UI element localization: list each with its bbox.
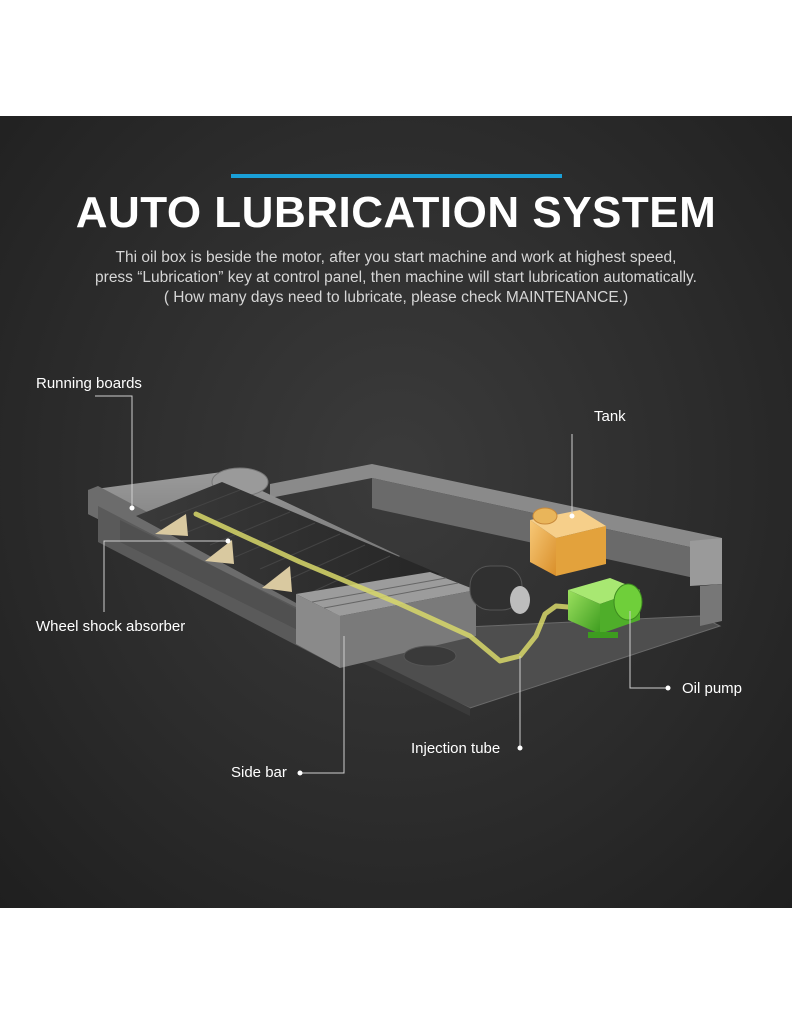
label-injection-tube: Injection tube — [411, 740, 501, 757]
description-line-3: ( How many days need to lubricate, pleas… — [163, 289, 629, 306]
label-oil-pump: Oil pump — [682, 680, 743, 697]
label-tank: Tank — [594, 408, 626, 425]
motor — [403, 565, 530, 667]
side-bar — [296, 572, 476, 668]
label-running-boards: Running boards — [36, 375, 142, 392]
leader-dots — [129, 505, 671, 776]
label-side-bar: Side bar — [231, 764, 287, 781]
description-line-2: press “Lubrication” key at control panel… — [95, 269, 697, 286]
treadmill-illustration — [88, 395, 722, 776]
label-wheel-shock-absorber: Wheel shock absorber — [36, 618, 186, 635]
infographic-panel: AUTO LUBRICATION SYSTEM Thi oil box is b… — [0, 116, 792, 908]
description: Thi oil box is beside the motor, after y… — [40, 248, 752, 308]
running-deck — [136, 482, 440, 616]
tank — [530, 507, 606, 576]
injection-tube-line — [193, 511, 583, 664]
description-line-1: Thi oil box is beside the motor, after y… — [115, 249, 677, 266]
page-title: AUTO LUBRICATION SYSTEM — [75, 188, 717, 237]
leader-lines — [95, 395, 668, 774]
accent-bar — [231, 174, 562, 178]
shock-absorbers — [155, 514, 292, 592]
